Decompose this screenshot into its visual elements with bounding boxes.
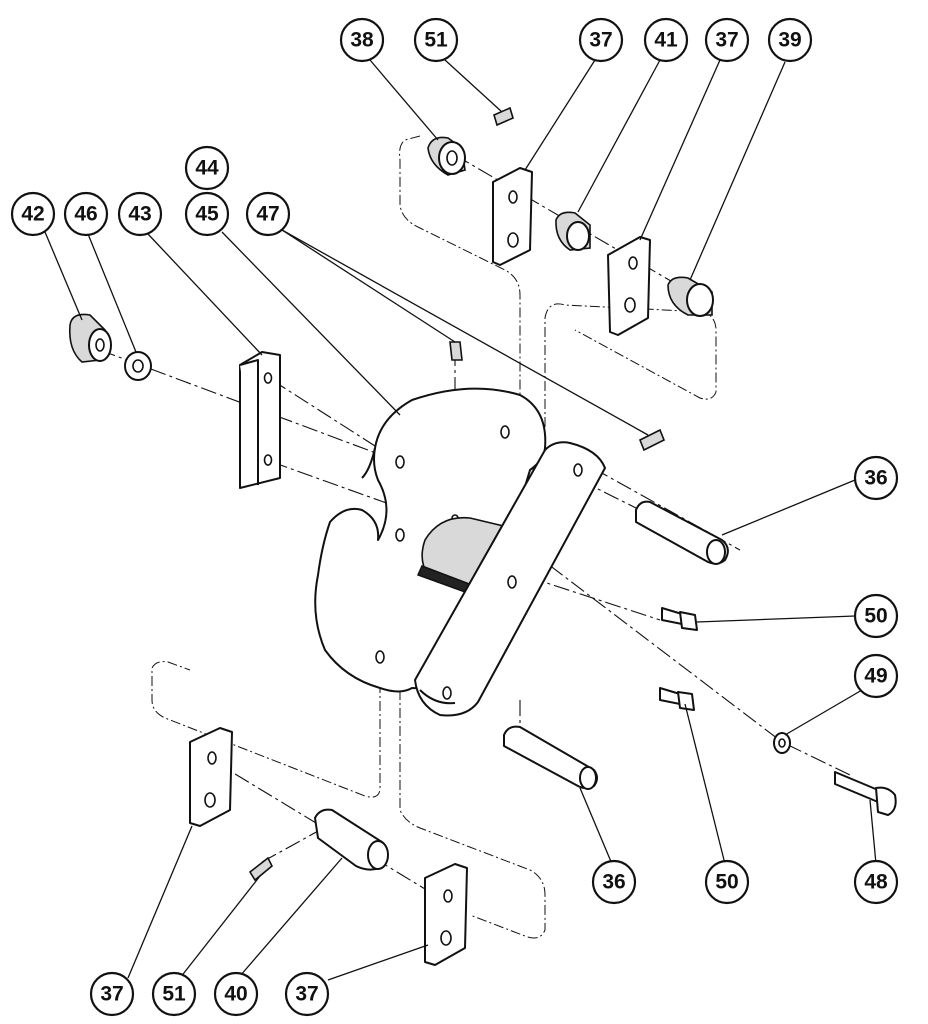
- bracket-37-bottom-left: [189, 727, 233, 827]
- phantom-outlines: [151, 135, 717, 939]
- washer-49: [773, 732, 791, 754]
- spacer-42: [68, 313, 112, 363]
- svg-text:40: 40: [224, 983, 247, 1006]
- callouts: 38 51 37 41 37 39 44 45 47 42 46 43 36 5…: [10, 17, 899, 1017]
- svg-text:43: 43: [128, 203, 151, 226]
- bar-hole: [507, 575, 517, 589]
- bracket-plate-43: [239, 351, 281, 489]
- callout-48: 48: [853, 859, 899, 905]
- svg-text:51: 51: [162, 983, 186, 1006]
- sleeve-40: [314, 808, 389, 871]
- leader-lines: [44, 59, 877, 981]
- callout-44: 44: [184, 145, 230, 191]
- callout-51-bottom: 51: [151, 971, 197, 1017]
- set-screw-47-a: [449, 341, 463, 361]
- callout-36-lower: 36: [591, 859, 637, 905]
- callout-37-top-a: 37: [578, 17, 624, 63]
- bracket-37-bottom-right: [424, 863, 468, 966]
- svg-text:51: 51: [424, 29, 448, 52]
- svg-text:37: 37: [100, 983, 123, 1006]
- bar-hole: [442, 686, 452, 700]
- svg-text:37: 37: [715, 29, 738, 52]
- svg-text:38: 38: [350, 29, 374, 52]
- callout-50-upper: 50: [853, 593, 899, 639]
- set-screw-51-top: [493, 106, 514, 127]
- bracket-37-top-right: [607, 236, 651, 336]
- callout-37-bottom-b: 37: [284, 971, 330, 1017]
- callout-46: 46: [63, 191, 109, 237]
- plate-hole: [395, 528, 405, 542]
- side-bar: [414, 441, 606, 717]
- plate-hole: [500, 425, 510, 439]
- callout-37-bottom-a: 37: [89, 971, 135, 1017]
- spacer-39: [667, 276, 714, 317]
- collar-38: [427, 136, 466, 176]
- svg-text:36: 36: [864, 467, 887, 490]
- set-screw-47-b: [638, 428, 666, 452]
- callout-39: 39: [767, 17, 813, 63]
- washer-46: [124, 351, 152, 381]
- callout-41: 41: [643, 17, 689, 63]
- pin-36-upper: [635, 500, 729, 565]
- svg-text:36: 36: [602, 871, 625, 894]
- bracket-37-top-left: [492, 167, 533, 266]
- callout-47: 47: [245, 191, 291, 237]
- callout-38: 38: [339, 17, 385, 63]
- svg-text:48: 48: [864, 871, 888, 894]
- bolt-50-upper: [661, 607, 698, 631]
- svg-text:42: 42: [21, 203, 44, 226]
- callout-42: 42: [10, 191, 56, 237]
- svg-text:46: 46: [74, 203, 97, 226]
- bar-hole: [573, 463, 583, 477]
- svg-text:47: 47: [256, 203, 279, 226]
- svg-text:50: 50: [715, 871, 738, 894]
- spacer-41: [555, 211, 591, 251]
- svg-text:45: 45: [195, 203, 219, 226]
- callout-37-top-b: 37: [704, 17, 750, 63]
- callout-49: 49: [853, 653, 899, 699]
- svg-text:44: 44: [195, 157, 219, 180]
- set-screw-51-bottom: [248, 856, 274, 882]
- callout-43: 43: [117, 191, 163, 237]
- plate-hole: [395, 455, 405, 469]
- callout-51-top: 51: [413, 17, 459, 63]
- svg-text:37: 37: [295, 983, 318, 1006]
- callout-50-lower: 50: [704, 859, 750, 905]
- svg-text:49: 49: [864, 665, 887, 688]
- svg-text:39: 39: [778, 29, 801, 52]
- callout-40: 40: [213, 971, 259, 1017]
- pin-36-lower: [503, 725, 598, 790]
- callout-45: 45: [184, 191, 230, 237]
- bolt-48: [834, 771, 897, 816]
- svg-text:41: 41: [654, 29, 678, 52]
- bolt-50-lower: [659, 687, 695, 711]
- plate-hole: [375, 650, 385, 664]
- main-plate: [314, 387, 547, 693]
- svg-text:50: 50: [864, 605, 887, 628]
- svg-text:37: 37: [589, 29, 612, 52]
- callout-36-upper: 36: [853, 455, 899, 501]
